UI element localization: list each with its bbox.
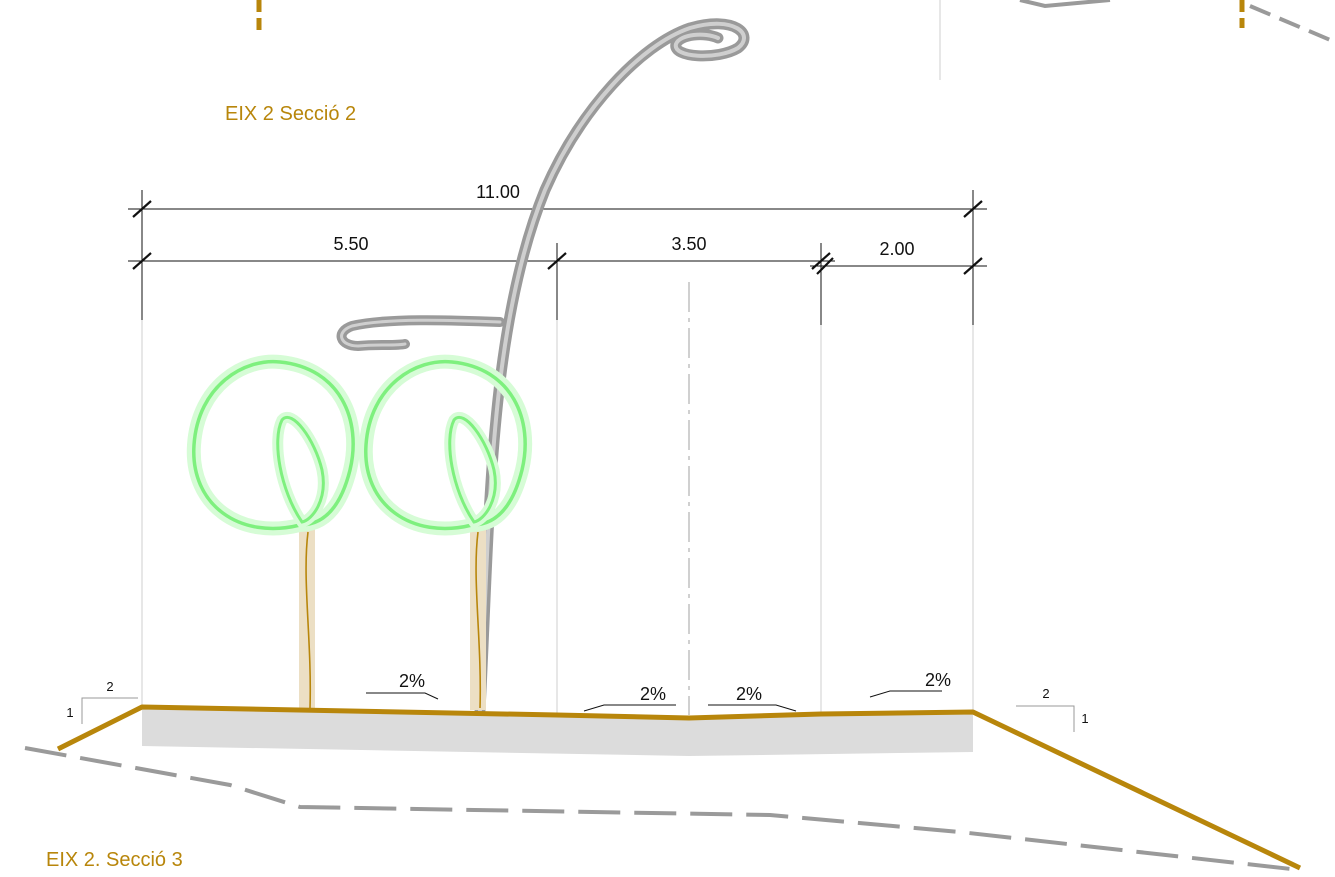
section-2-title: EIX 2 Secció 2 [225,103,356,125]
top-right-terrain-fragment [1249,4,1335,44]
tree-left [186,354,361,710]
tree-trunk-line [475,531,482,709]
slope-ratio-left-vertical: 1 [66,705,73,720]
top-fragments [256,0,1335,80]
slope-label-4: 2% [925,670,951,690]
slope-ratio-left [81,697,138,724]
slope-ratio-right-horizontal: 2 [1042,686,1049,701]
top-terrain-fragment [1019,0,1111,9]
slope-ratio-right-vertical: 1 [1081,711,1088,726]
slope-arrows [366,690,942,712]
slope-arrow-1 [366,692,439,700]
street-lamp [336,18,750,716]
extension-ticks [141,190,974,325]
dimension-lines [128,208,987,267]
lamp-post-outer [474,18,750,716]
tree-trunk [299,528,315,710]
slope-label-3: 2% [736,684,762,704]
tree-canopy [192,359,355,531]
tree-canopy [364,359,527,531]
slope-label-1: 2% [399,671,425,691]
dim-tick [547,252,567,270]
dim-label-total: 11.00 [476,182,520,202]
slope-arrow-2 [583,704,676,712]
slope-label-2: 2% [640,684,666,704]
tree-leaf [276,416,325,524]
section-3-title: EIX 2. Secció 3 [46,849,183,871]
dim-label-middle-part: 3.50 [671,234,706,254]
dim-label-right-part: 2.00 [879,239,914,259]
dim-tick [132,200,152,218]
slope-ratio-left-horizontal: 2 [106,679,113,694]
existing-terrain-line [24,746,1301,872]
dim-tick [816,257,834,275]
tree-leaf [448,416,497,524]
dim-tick [811,252,831,270]
slope-ratio-marks [81,697,1075,732]
tree-trunk-line [305,531,312,709]
lamp-arm-inner [340,318,502,348]
slope-ratio-right [1016,705,1075,732]
dim-tick [963,200,983,218]
dimension-ticks [132,200,983,275]
dim-tick [132,252,152,270]
slope-arrow-4 [869,690,942,698]
pavement-base [142,708,973,756]
road-profile-line [56,704,1302,871]
tree-right [358,354,533,710]
dim-label-left-part: 5.50 [333,234,368,254]
lamp-post-inner [478,21,746,712]
slope-arrow-3 [708,704,797,712]
dim-tick [963,257,983,275]
